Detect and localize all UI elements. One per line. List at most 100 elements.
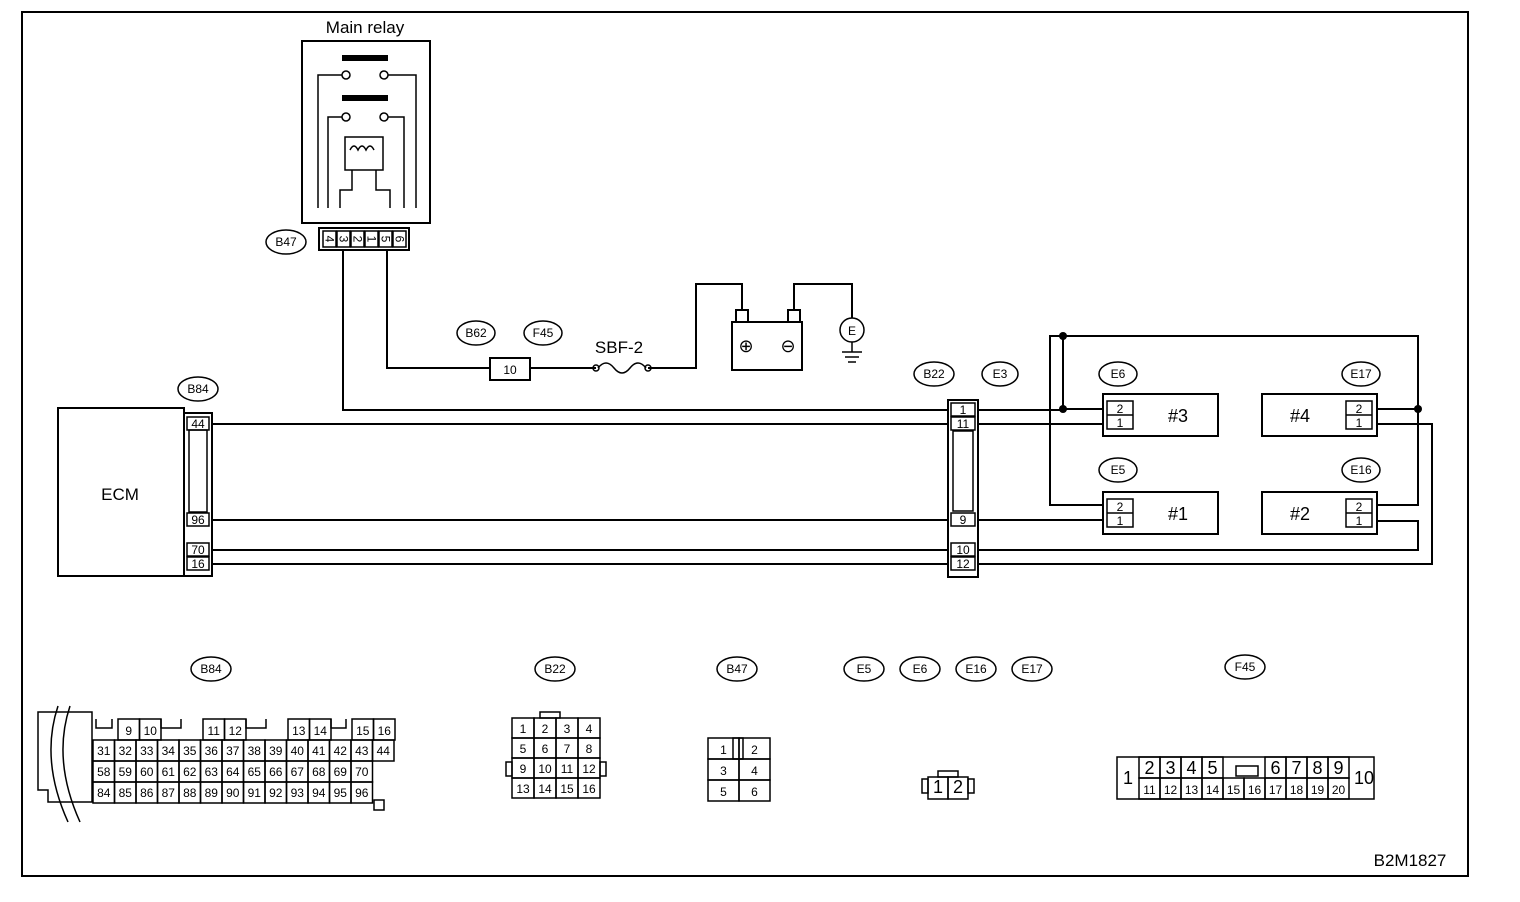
- relay-pin-6: 6: [393, 236, 407, 243]
- relay-pin-4: 4: [323, 236, 337, 243]
- ecm-pin-44: 44: [191, 417, 205, 431]
- wiring: [212, 250, 1433, 565]
- tag-b22: B22: [923, 367, 945, 381]
- injector-tag-e17: E17: [1350, 367, 1372, 381]
- ecm-pin-70: 70: [191, 543, 205, 557]
- legend-b84-pin-9: 9: [125, 724, 132, 738]
- legend-f45-pin-10: 10: [1354, 768, 1374, 788]
- relay-pin-cell: [378, 230, 393, 248]
- legend-e16-tag: E16: [965, 662, 987, 676]
- legend-e-pin-1: 1: [933, 777, 943, 797]
- legend-f45-pin-12: 12: [1164, 783, 1178, 797]
- legend-b84-pin-86: 86: [140, 786, 154, 800]
- relay-pin-cell: [364, 230, 379, 248]
- legend-b47-tag-oval: [716, 656, 758, 682]
- legend-e5-tag-oval: [843, 656, 885, 682]
- relay-pin-cell: [336, 230, 351, 248]
- main-relay-tag: B47: [275, 235, 297, 249]
- injector-pin-1: 1: [1117, 514, 1124, 528]
- tag-f45: F45: [533, 326, 554, 340]
- legend-b84-pin-36: 36: [205, 744, 219, 758]
- legend-b22-cell: [577, 777, 601, 799]
- legend-b84-pin-12: 12: [229, 724, 243, 738]
- legend-b84-pin-44: 44: [377, 744, 391, 758]
- legend-b84-pin-84: 84: [97, 786, 111, 800]
- legend-b22-pin-1: 1: [520, 722, 527, 736]
- legend-b84-pin-16: 16: [378, 724, 392, 738]
- legend-b47-tag: B47: [726, 662, 748, 676]
- legend-b84-pin-61: 61: [162, 765, 176, 779]
- fuse-section: B62 F45 10 SBF-2: [456, 320, 652, 381]
- legend-b47-pin-1: 1: [720, 743, 727, 757]
- legend-f45-tag: F45: [1235, 660, 1256, 674]
- legend-b84-pin-14: 14: [314, 724, 328, 738]
- ground-label: E: [848, 324, 856, 338]
- legend-b84-pin-35: 35: [183, 744, 197, 758]
- main-relay-title: Main relay: [326, 18, 405, 37]
- ground-symbol: E: [839, 317, 865, 363]
- tag-e3: E3: [993, 367, 1008, 381]
- legend-b22-latch-right: [599, 761, 607, 777]
- legend-f45-pin-6: 6: [1270, 758, 1280, 778]
- relay-pin-3: 3: [337, 236, 351, 243]
- main-relay-body: [301, 40, 431, 224]
- legend-b22-pin-3: 3: [564, 722, 571, 736]
- legend-b22-pin-9: 9: [520, 762, 527, 776]
- injector-pin-2: 2: [1356, 402, 1363, 416]
- legend-b84-pin-67: 67: [291, 765, 305, 779]
- legend-f45-tag-oval: [1224, 654, 1266, 680]
- legend-b84-pin-42: 42: [334, 744, 348, 758]
- legend-f45-key: [1235, 765, 1259, 777]
- legend-b47-key: [732, 737, 744, 760]
- injector-name: #4: [1290, 406, 1310, 426]
- legend-b84-pin-41: 41: [312, 744, 326, 758]
- legend-f45-pin-18: 18: [1290, 783, 1304, 797]
- legend-b84-pin-93: 93: [291, 786, 305, 800]
- injector-tag-e16: E16: [1350, 463, 1372, 477]
- ecm-label: ECM: [101, 485, 139, 504]
- legend-b22-pin-11: 11: [561, 762, 574, 776]
- legend-e-latch-left: [921, 778, 929, 794]
- joint-pin-cell: [950, 416, 976, 431]
- relay-pin-1: 1: [365, 236, 379, 243]
- joint-pin-9: 9: [960, 513, 967, 527]
- legend-b84-pin-39: 39: [269, 744, 283, 758]
- injector-tag-e6: E6: [1111, 367, 1126, 381]
- battery-minus: ⊖: [780, 336, 795, 356]
- joint-pin-10: 10: [956, 543, 970, 557]
- legend-e-latch-right: [967, 778, 975, 794]
- legend-b84-pin-32: 32: [119, 744, 133, 758]
- ecm-pin-cell: [186, 512, 210, 527]
- wire-fuse-battery-ground: [530, 283, 853, 369]
- injector-pin-2: 2: [1117, 402, 1124, 416]
- fuse-label: SBF-2: [595, 338, 643, 357]
- tag-b62: B62: [465, 326, 487, 340]
- injector-name: #2: [1290, 504, 1310, 524]
- legend-e-cell: [947, 776, 969, 800]
- legend-f45-pin-15: 15: [1227, 783, 1241, 797]
- wire-e16-signal: [978, 520, 1419, 551]
- wire-relay-to-fuse: [386, 250, 490, 369]
- battery-body: [731, 321, 803, 371]
- legend-b84-pin-11: 11: [208, 724, 221, 738]
- joint-pin-cell: [950, 512, 976, 527]
- legend-f45-pin-8: 8: [1312, 758, 1322, 778]
- legend-b84-pin-10: 10: [144, 724, 158, 738]
- legend-b22-pin-12: 12: [582, 762, 596, 776]
- legend-e6-tag: E6: [913, 662, 928, 676]
- battery: ⊕ ⊖: [731, 309, 803, 371]
- legend-b84-pin-40: 40: [291, 744, 305, 758]
- legend-b84-cell: [371, 739, 395, 762]
- legend-b47-pin-6: 6: [751, 785, 758, 799]
- legend-f45-pin-4: 4: [1186, 758, 1196, 778]
- ecm-pin-16: 16: [191, 557, 205, 571]
- injector-pin-1: 1: [1356, 416, 1363, 430]
- legend-b84-pin-37: 37: [226, 744, 240, 758]
- legend-f45-pin-20: 20: [1332, 783, 1346, 797]
